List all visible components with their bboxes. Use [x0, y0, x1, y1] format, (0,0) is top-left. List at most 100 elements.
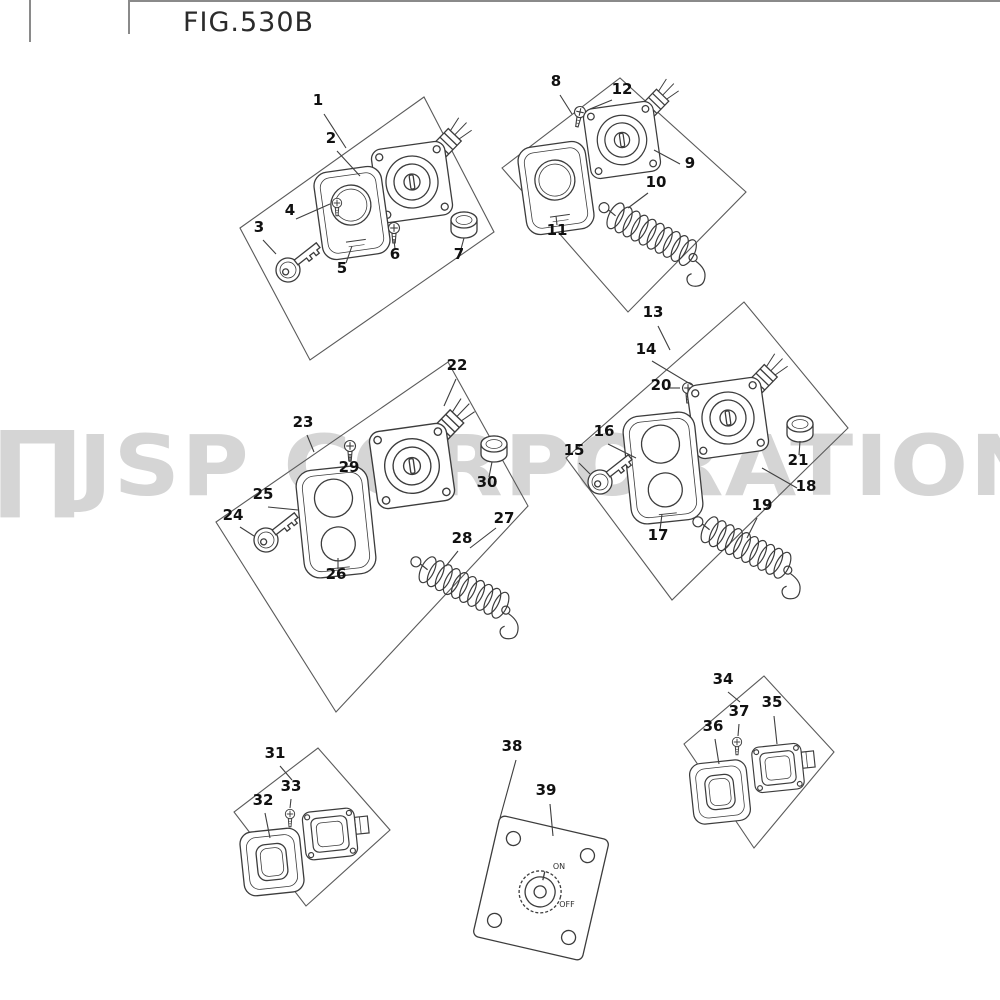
bracket-drawing: [471, 814, 611, 962]
part-number-17: 17: [648, 526, 669, 544]
knob-label: OFF: [559, 900, 575, 909]
part-number-9: 9: [685, 154, 695, 172]
leader-line-part-1: [323, 113, 347, 149]
leader-line-part-36: [714, 738, 720, 765]
part-number-25: 25: [253, 485, 274, 503]
leader-line-part-19: [746, 517, 758, 539]
key-drawing: [248, 505, 305, 558]
part-number-24: 24: [223, 506, 244, 524]
part-number-1: 1: [313, 91, 323, 109]
page-top-border: [128, 0, 1000, 2]
squareplate-drawing: [687, 758, 753, 826]
cap-drawing: [450, 211, 478, 239]
leader-line-part-39: [549, 803, 554, 837]
leader-line-part-21: [798, 440, 801, 456]
part-drawings-layer: [238, 75, 818, 962]
leader-line-part-12: [589, 99, 613, 110]
page-corner-tick-inner: [128, 0, 130, 34]
leader-line-part-23: [306, 434, 315, 453]
part-number-15: 15: [564, 441, 585, 459]
figure-title: FIG.530B: [183, 7, 315, 38]
part-number-10: 10: [646, 173, 667, 191]
leader-line-part-3: [262, 239, 277, 255]
part-number-34: 34: [713, 670, 734, 688]
part-number-8: 8: [551, 72, 561, 90]
leader-line-part-6: [393, 239, 396, 250]
part-number-26: 26: [326, 565, 347, 583]
leader-line-part-27: [469, 527, 497, 549]
leader-line-part-15: [578, 462, 591, 475]
part-number-33: 33: [281, 777, 302, 795]
leader-line-part-24: [239, 526, 255, 537]
leader-line-part-7: [460, 237, 465, 250]
key-drawing: [270, 235, 327, 288]
leader-line-part-30: [488, 461, 493, 478]
part-number-5: 5: [337, 259, 347, 277]
part-number-28: 28: [452, 529, 473, 547]
part-number-38: 38: [502, 737, 523, 755]
cap-drawing: [480, 435, 508, 463]
plate2-drawing: [620, 409, 706, 527]
assembly-group-outline-4: [215, 361, 529, 713]
leader-line-part-11: [555, 215, 558, 226]
leader-line-part-4: [295, 203, 331, 220]
leader-line-part-5: [345, 245, 353, 264]
leader-line-part-18: [761, 467, 798, 489]
part-number-16: 16: [594, 422, 615, 440]
screw-drawing: [731, 736, 743, 756]
part-number-27: 27: [494, 509, 515, 527]
part-number-11: 11: [547, 221, 568, 239]
leader-line-part-13: [657, 325, 671, 351]
part-number-23: 23: [293, 413, 314, 431]
switch-drawing: [364, 394, 489, 511]
cap-drawing: [786, 415, 814, 443]
part-number-2: 2: [326, 129, 336, 147]
part-number-18: 18: [796, 477, 817, 495]
leader-line-part-14: [651, 360, 693, 386]
leader-line-part-10: [627, 192, 649, 209]
smallswitch-drawing: [301, 805, 372, 862]
leader-line-part-17: [659, 513, 663, 531]
leader-line-part-31: [279, 765, 293, 781]
part-number-4: 4: [285, 201, 295, 219]
leader-line-part-32: [264, 812, 271, 839]
part-number-13: 13: [643, 303, 664, 321]
leader-line-part-8: [559, 94, 573, 115]
part-number-19: 19: [752, 496, 773, 514]
leader-line-part-22: [443, 378, 457, 407]
part-number-39: 39: [536, 781, 557, 799]
part-number-3: 3: [254, 218, 264, 236]
leader-line-part-2: [336, 150, 361, 177]
leader-line-part-28: [445, 550, 459, 567]
part-number-35: 35: [762, 693, 783, 711]
leader-line-part-25: [267, 506, 299, 511]
part-number-6: 6: [390, 245, 400, 263]
leader-line-part-9: [653, 149, 681, 165]
leader-line-part-38: [499, 759, 517, 819]
smallswitch-drawing: [750, 740, 818, 794]
screw-drawing: [284, 808, 296, 828]
part-number-21: 21: [788, 451, 809, 469]
part-number-20: 20: [651, 376, 672, 394]
coil-drawing: [679, 508, 814, 603]
part-number-14: 14: [636, 340, 657, 358]
part-number-7: 7: [454, 245, 464, 263]
page-corner-tick-left: [29, 0, 31, 42]
assembly-group-outline-3: [565, 301, 849, 601]
part-number-22: 22: [447, 356, 468, 374]
knob-label: ON: [553, 862, 565, 871]
part-number-37: 37: [729, 702, 750, 720]
part-number-30: 30: [477, 473, 498, 491]
leader-line-part-16: [607, 443, 637, 459]
part-number-32: 32: [253, 791, 274, 809]
part-number-36: 36: [703, 717, 724, 735]
leader-line-part-35: [773, 715, 778, 745]
plate2-drawing: [293, 463, 379, 581]
squareplate-drawing: [238, 826, 306, 898]
assembly-group-outline-1: [239, 96, 495, 361]
switch-drawing: [682, 350, 801, 461]
coil-drawing: [397, 548, 532, 643]
part-number-12: 12: [612, 80, 633, 98]
